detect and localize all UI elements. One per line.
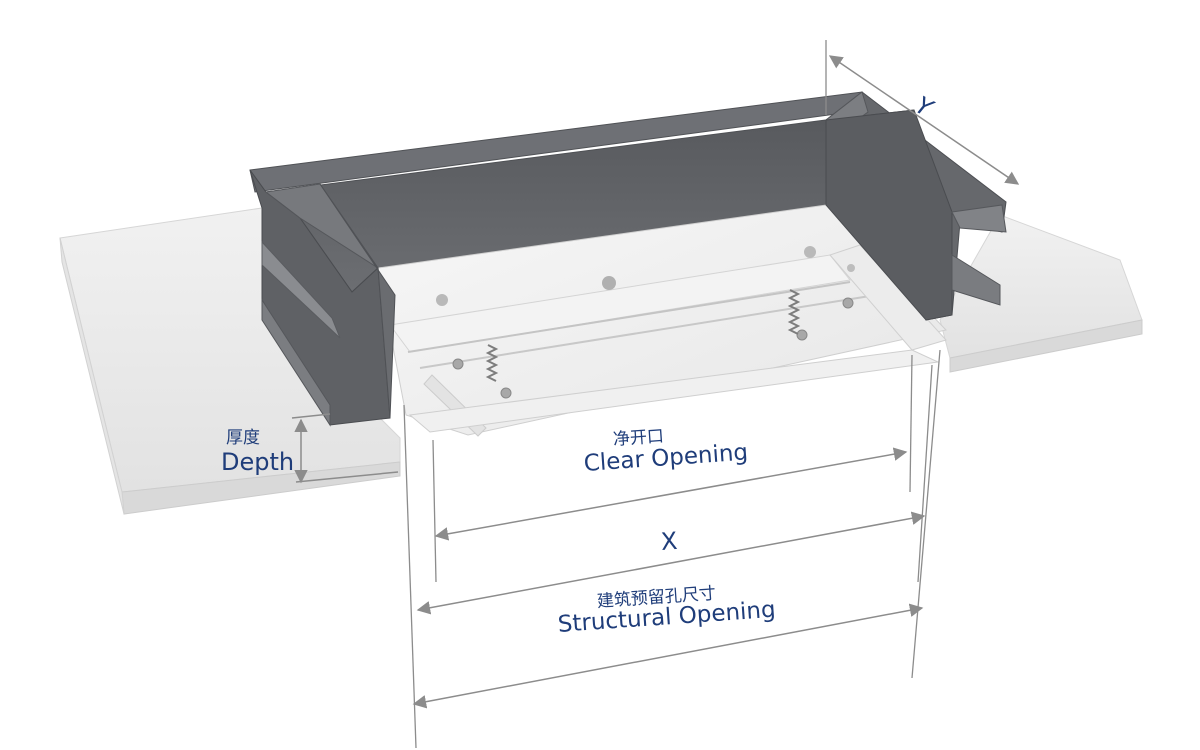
rivet-hole xyxy=(602,276,616,290)
depth-dimension xyxy=(291,413,399,484)
rivet-hole xyxy=(436,294,448,306)
x-dimension-arrow xyxy=(416,511,926,615)
spring-icon-right xyxy=(787,289,801,335)
y-dimension-arrow xyxy=(828,55,1020,185)
door-tray xyxy=(377,204,947,437)
depth-label-en: Depth xyxy=(221,448,295,476)
rivet-hole xyxy=(804,246,816,258)
spring-icon-left xyxy=(485,344,499,382)
rivet-hole xyxy=(847,264,855,272)
structural-opening-arrow xyxy=(412,603,924,709)
concrete-slab-right xyxy=(939,214,1143,373)
frame-left-channel xyxy=(249,169,396,427)
depth-label-zh: 厚度 xyxy=(226,428,260,448)
concrete-slab-left xyxy=(59,207,401,515)
x-dimension-label: X xyxy=(660,526,679,556)
